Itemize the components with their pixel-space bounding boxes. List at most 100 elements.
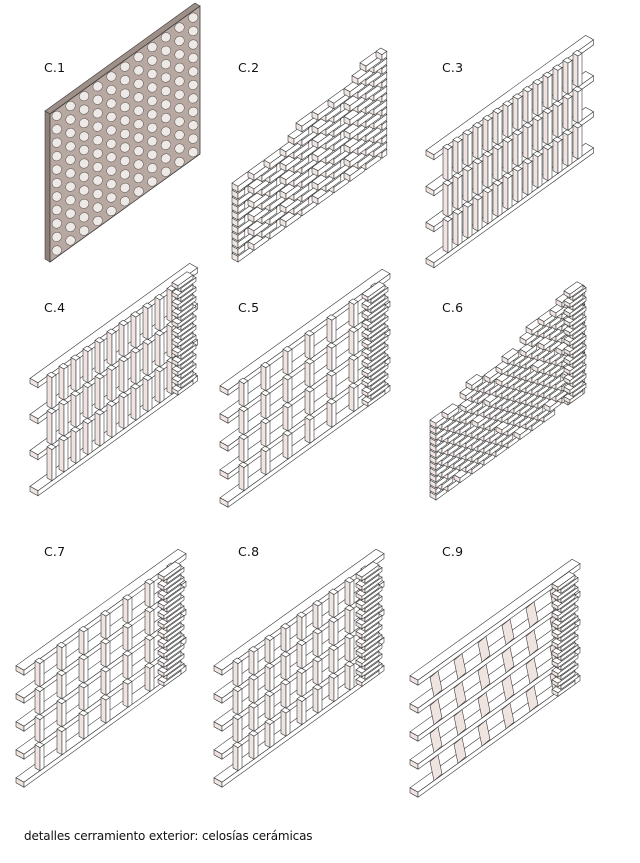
pier-brick-4-53-face xyxy=(370,335,389,352)
pier-brick-6-24-face xyxy=(166,643,185,661)
pier-brick-7-38-face xyxy=(361,631,380,649)
pier-brick-7-53-face xyxy=(364,615,383,632)
slat-3-0-54-face xyxy=(99,411,105,447)
block-hole xyxy=(160,32,171,43)
pier-brick-5-19-face xyxy=(569,370,584,385)
slat-2-2-26-face xyxy=(467,131,473,167)
slat-6-2-28-face xyxy=(61,672,67,700)
pier-brick-4-86-face xyxy=(367,303,386,321)
slat-2-0-26-side xyxy=(462,203,469,239)
slat-2-2-16-face xyxy=(457,139,463,175)
slat-2-2-76-side xyxy=(512,95,519,131)
block-hole xyxy=(79,212,90,223)
slat-3-2-6-face xyxy=(51,374,57,410)
pier-brick-6-14-face xyxy=(166,653,185,671)
fin-8-2-30 xyxy=(453,680,467,708)
lattice-panel-c9 xyxy=(409,558,581,798)
slat-4-0-50-face xyxy=(287,432,293,460)
pier-brick-5-29-face xyxy=(569,361,584,376)
fin-8-2-102 xyxy=(525,629,539,657)
slat-2-0-116-side xyxy=(552,139,559,175)
pier-brick-3-53-face xyxy=(180,325,197,341)
slat-7-0-102-face xyxy=(333,675,339,703)
slat-2-1-126-face xyxy=(567,95,573,131)
slat-2-2-86-side xyxy=(522,88,529,124)
slat-6-3-50-face xyxy=(83,628,89,656)
brick-5-12-1-face xyxy=(447,406,460,420)
brick-1-11-4-face xyxy=(293,127,310,146)
block-hole xyxy=(147,163,158,174)
pier-brick-5-53-face xyxy=(572,335,587,350)
slat-6-2-50-side xyxy=(78,656,85,684)
fin-8-1-30 xyxy=(453,708,467,736)
pier-brick-3-34-face xyxy=(180,344,197,360)
rail-8-0-face xyxy=(417,675,581,798)
block-hole xyxy=(174,103,185,114)
slat-3-2-66-face xyxy=(111,331,117,367)
slat-2-1-56-side xyxy=(492,146,499,182)
slat-4-2-28-face xyxy=(265,392,271,420)
slat-7-2-54-side xyxy=(280,653,287,681)
slat-2-1-136-face xyxy=(577,88,583,124)
pier-brick-5-0-face xyxy=(569,390,584,405)
block-hole xyxy=(188,79,199,90)
block-hole xyxy=(92,189,103,199)
pier-brick-3-77-face xyxy=(177,303,194,319)
block-hole xyxy=(106,179,117,190)
block-hole xyxy=(65,195,76,206)
slat-7-1-38-face xyxy=(269,693,275,721)
pier-brick-5-38-face xyxy=(569,351,584,366)
slat-7-1-38-side xyxy=(264,693,271,721)
slat-7-0-70-face xyxy=(301,698,307,726)
pier-brick-4-96-face xyxy=(367,294,386,311)
pier-brick-5-14-face xyxy=(572,373,587,388)
pier-brick-4-58-face xyxy=(367,332,386,350)
slat-2-2-116-side xyxy=(552,67,559,103)
slat-3-1-42-side xyxy=(82,384,89,420)
pier-brick-6-67-face xyxy=(163,602,182,620)
pier-brick-7-86-face xyxy=(361,583,380,601)
slat-6-0-94-side xyxy=(122,681,129,708)
brick-1-5-2-face xyxy=(261,192,278,211)
panel-label-c5: C.5 xyxy=(238,300,260,315)
slat-2-1-76-side xyxy=(512,131,519,167)
pier-brick-4-0-face xyxy=(367,390,386,407)
slat-6-1-94-side xyxy=(122,653,129,680)
pier-brick-5-67-face xyxy=(569,322,584,337)
block-hole xyxy=(133,65,144,76)
slat-7-2-118-side xyxy=(344,607,351,635)
slat-3-2-78-side xyxy=(118,322,125,358)
slat-2-2-6-face xyxy=(447,146,453,182)
block-hole xyxy=(147,149,158,160)
pier-brick-8-82-face xyxy=(560,596,579,614)
block-hole xyxy=(119,142,131,153)
slat-2-0-36-side xyxy=(472,196,479,232)
slat-3-0-102-face xyxy=(147,377,153,413)
block-hole xyxy=(147,122,158,133)
brick-5-14-3-face xyxy=(471,377,484,391)
slat-2-1-16-side xyxy=(452,175,459,211)
block-hole xyxy=(174,62,185,73)
fin-8-0-6 xyxy=(429,754,443,782)
block-hole xyxy=(133,132,144,143)
slat-7-1-22-side xyxy=(248,704,255,732)
rail-8-2-face xyxy=(417,619,581,742)
slat-3-0-78-face xyxy=(123,394,129,430)
slat-3-2-18-face xyxy=(63,365,69,401)
slat-3-0-18-face xyxy=(63,437,69,473)
pier-brick-8-14-face xyxy=(560,663,579,681)
slat-7-1-70-side xyxy=(296,670,303,698)
slat-7-3-118-face xyxy=(349,579,355,607)
block-hole xyxy=(188,26,199,37)
rail-2-0-face xyxy=(433,147,594,269)
slat-2-0-16-face xyxy=(457,211,463,247)
slat-3-2-30-side xyxy=(70,357,77,392)
fin-8-3-102 xyxy=(525,601,539,629)
slat-6-0-6-side xyxy=(34,744,41,772)
slat-2-0-96-side xyxy=(532,153,539,189)
block-hole xyxy=(119,102,131,113)
fin-8-0-102 xyxy=(525,685,539,713)
pier-brick-5-5-face xyxy=(572,383,587,398)
brick-1-7-2-face xyxy=(261,178,278,197)
panel-label-c1: C.1 xyxy=(44,60,66,75)
